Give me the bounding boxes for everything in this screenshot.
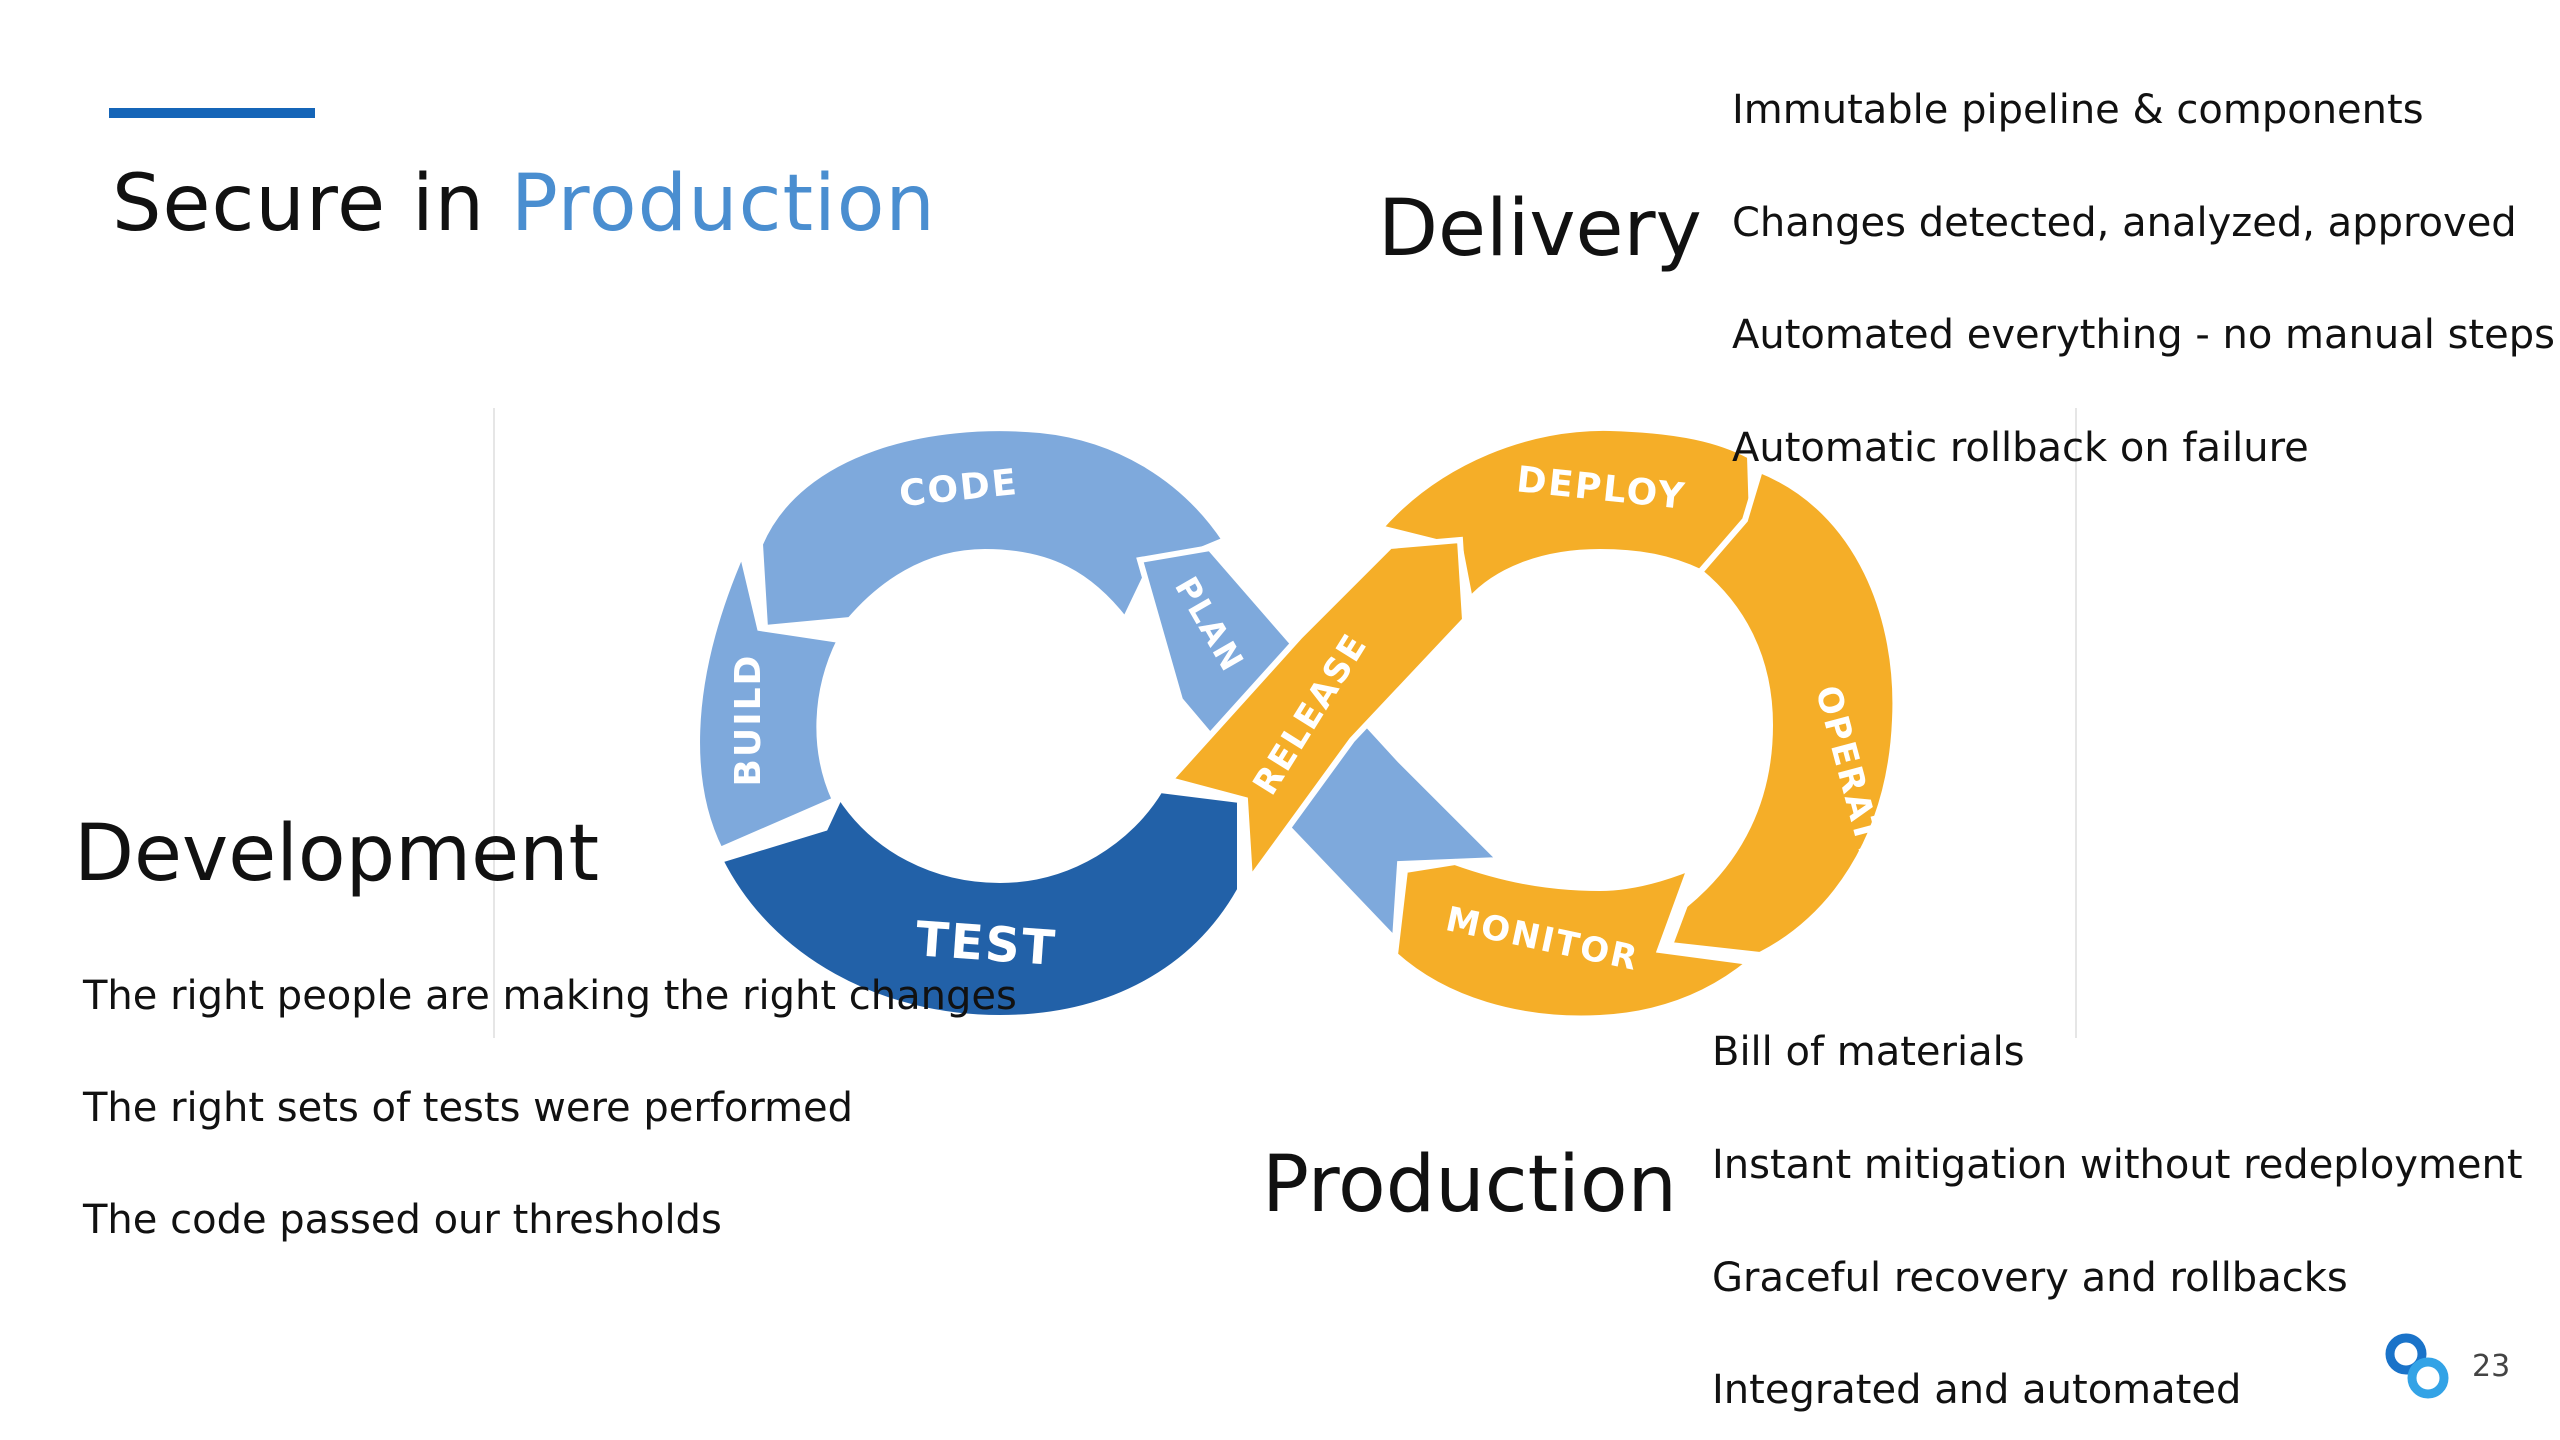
production-bullet: Graceful recovery and rollbacks	[1712, 1255, 2348, 1301]
build-segment	[694, 542, 845, 854]
deploy-segment	[1374, 424, 1756, 607]
production-heading: Production	[1262, 1140, 1677, 1230]
slide-title: Secure in Production	[112, 165, 936, 243]
release-segment	[1164, 536, 1469, 889]
development-heading: Development	[74, 809, 600, 899]
title-highlight: Production	[510, 159, 936, 249]
development-bullet: The right people are making the right ch…	[83, 973, 1017, 1019]
production-bullet: Bill of materials	[1712, 1029, 2025, 1075]
divider-left	[493, 408, 495, 1038]
delivery-bullet: Automatic rollback on failure	[1732, 425, 2309, 471]
development-bullet: The right sets of tests were performed	[83, 1085, 854, 1131]
production-bullet: Instant mitigation without redeployment	[1712, 1142, 2523, 1188]
delivery-bullet: Changes detected, analyzed, approved	[1732, 200, 2517, 246]
test-segment	[715, 786, 1243, 1022]
cb-logo-icon	[2385, 1333, 2449, 1399]
development-bullet: The code passed our thresholds	[83, 1197, 722, 1243]
delivery-bullet: Immutable pipeline & components	[1732, 87, 2424, 133]
operate-segment	[1665, 465, 1899, 959]
divider-right	[2075, 408, 2077, 1038]
delivery-bullet: Automated everything - no manual steps	[1732, 312, 2555, 358]
accent-bar	[109, 108, 315, 118]
code-segment	[756, 425, 1230, 632]
monitor-segment	[1391, 858, 1758, 1022]
page-number: 23	[2472, 1349, 2511, 1384]
test-label: TEST	[914, 911, 1058, 977]
title-prefix: Secure in	[112, 159, 486, 249]
delivery-heading: Delivery	[1378, 184, 1702, 274]
build-label: BUILD	[728, 654, 769, 787]
production-bullet: Integrated and automated	[1712, 1367, 2242, 1413]
